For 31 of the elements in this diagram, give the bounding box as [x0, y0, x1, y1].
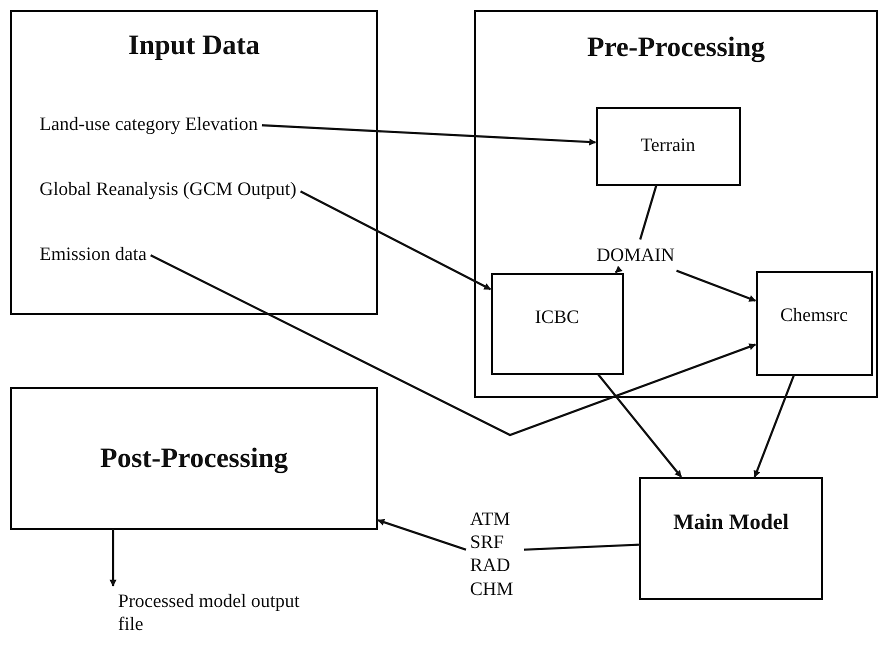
arrow — [377, 518, 466, 551]
box-title: Post-Processing — [100, 442, 288, 474]
arrow — [300, 190, 492, 290]
box-title: Main Model — [673, 509, 789, 535]
arrow — [614, 266, 623, 274]
connector-line — [639, 185, 658, 240]
connector-line — [524, 544, 640, 551]
text-label: Processed model output file — [118, 590, 308, 636]
text-label: ATM SRF RAD CHM — [470, 508, 520, 601]
arrow — [110, 530, 117, 587]
arrow — [754, 375, 795, 478]
panel-heading: Pre-Processing — [587, 32, 765, 64]
text-label: DOMAIN — [596, 244, 675, 267]
arrow — [262, 124, 596, 146]
panel-heading: Input Data — [128, 30, 260, 62]
arrow — [150, 254, 756, 436]
text-label: Global Reanalysis (GCM Output) — [40, 178, 297, 201]
box-label: Terrain — [640, 134, 696, 158]
process-box — [756, 270, 872, 376]
input-panel — [10, 10, 378, 315]
text-label: Emission data — [40, 242, 147, 266]
text-label: Land-use category Elevation — [40, 112, 258, 136]
arrow — [676, 270, 756, 302]
pre-processing-panel — [474, 10, 878, 398]
arrow — [597, 374, 682, 478]
process-box — [10, 387, 378, 530]
process-box — [490, 272, 624, 374]
box-label: Chemsrc — [780, 304, 848, 328]
process-box — [639, 477, 823, 600]
process-box — [596, 106, 740, 186]
box-label: ICBC — [534, 306, 580, 330]
